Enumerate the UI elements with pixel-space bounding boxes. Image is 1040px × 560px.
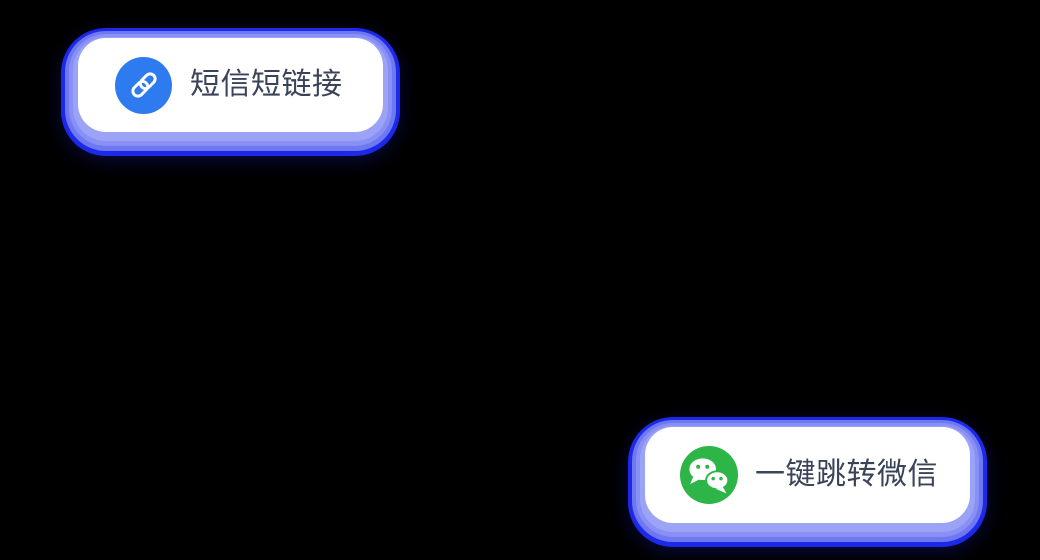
wechat-icon bbox=[680, 446, 738, 504]
wechat-jump-badge[interactable]: 一键跳转微信 bbox=[645, 427, 970, 523]
wechat-jump-label: 一键跳转微信 bbox=[755, 458, 938, 491]
sms-short-link-label: 短信短链接 bbox=[190, 68, 343, 101]
link-icon bbox=[115, 56, 172, 114]
sms-short-link-badge[interactable]: 短信短链接 bbox=[78, 38, 383, 132]
